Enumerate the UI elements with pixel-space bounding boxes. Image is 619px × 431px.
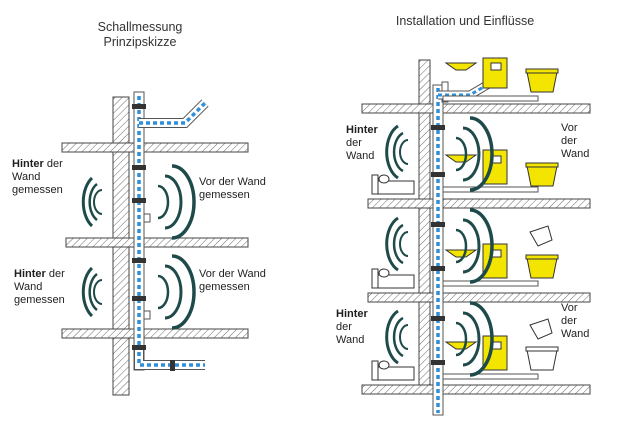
left-sound-waves [81, 164, 196, 330]
right-title: Installation und Einflüsse [380, 14, 550, 29]
left-behind-bottom-line3: gemessen [14, 294, 65, 306]
left-behind-top-bold: Hinter [12, 158, 44, 170]
right-behind-bottom-line3: Wand [336, 334, 365, 346]
right-branch-pipes [442, 95, 539, 380]
left-behind-bottom-line2: Wand [14, 281, 43, 293]
left-diagram [61, 91, 249, 396]
left-floor-3 [61, 328, 249, 339]
right-front-top-line2: der [561, 135, 577, 147]
left-front-top-line2: gemessen [199, 189, 250, 201]
right-front-bottom-line3: Wand [561, 328, 590, 340]
right-behind-top-line1: Hinter [346, 124, 378, 136]
right-behind-top-label: Hinter der Wand [346, 124, 378, 163]
left-behind-top-label: Hinter der Wand gemessen [12, 158, 63, 197]
right-front-top-label: Vor der Wand [561, 122, 589, 161]
right-front-bottom-label: Vor der Wand [561, 302, 589, 341]
left-behind-bottom-label: Hinter der Wand gemessen [14, 268, 65, 307]
left-behind-top-line3: gemessen [12, 184, 63, 196]
right-floor-1 [361, 103, 591, 114]
floor-fixtures-1 [371, 149, 559, 195]
left-pipe-clamps [132, 104, 175, 371]
left-front-bottom-label: Vor der Wand gemessen [199, 268, 266, 294]
left-floor-1 [61, 142, 249, 153]
right-pipe-clamps [431, 125, 445, 365]
right-floor-2 [367, 198, 591, 209]
left-behind-top-rest: der [43, 158, 63, 170]
right-behind-top-line2: der [346, 137, 362, 149]
right-floor-4 [361, 384, 591, 395]
floor-fixtures-2 [371, 225, 559, 289]
right-behind-bottom-line2: der [336, 321, 352, 333]
left-front-top-line1: Vor der Wand [199, 176, 266, 188]
left-behind-bottom-bold: Hinter [14, 268, 46, 280]
right-front-bottom-line1: Vor [561, 302, 578, 314]
top-fixtures [444, 57, 559, 93]
left-front-top-label: Vor der Wand gemessen [199, 176, 266, 202]
left-title-line2: Prinzipskizze [103, 35, 177, 49]
right-front-top-line3: Wand [561, 148, 590, 160]
left-behind-top-line2: Wand [12, 171, 41, 183]
left-floor-2 [65, 237, 249, 248]
left-title-line1: Schallmessung [97, 20, 183, 34]
right-floor-3 [367, 292, 591, 303]
right-behind-top-line3: Wand [346, 150, 375, 162]
right-sound-waves [385, 116, 494, 377]
floor-fixtures-3 [371, 318, 559, 381]
left-title: Schallmessung Prinzipskizze [80, 20, 200, 50]
left-front-bottom-line1: Vor der Wand [199, 268, 266, 280]
right-front-bottom-line2: der [561, 315, 577, 327]
right-front-top-line1: Vor [561, 122, 578, 134]
right-behind-bottom-line1: Hinter [336, 308, 368, 320]
right-title-text: Installation und Einflüsse [395, 14, 535, 28]
left-front-bottom-line2: gemessen [199, 281, 250, 293]
right-diagram [361, 57, 591, 416]
right-behind-bottom-label: Hinter der Wand [336, 308, 368, 347]
left-behind-bottom-rest: der [45, 268, 65, 280]
